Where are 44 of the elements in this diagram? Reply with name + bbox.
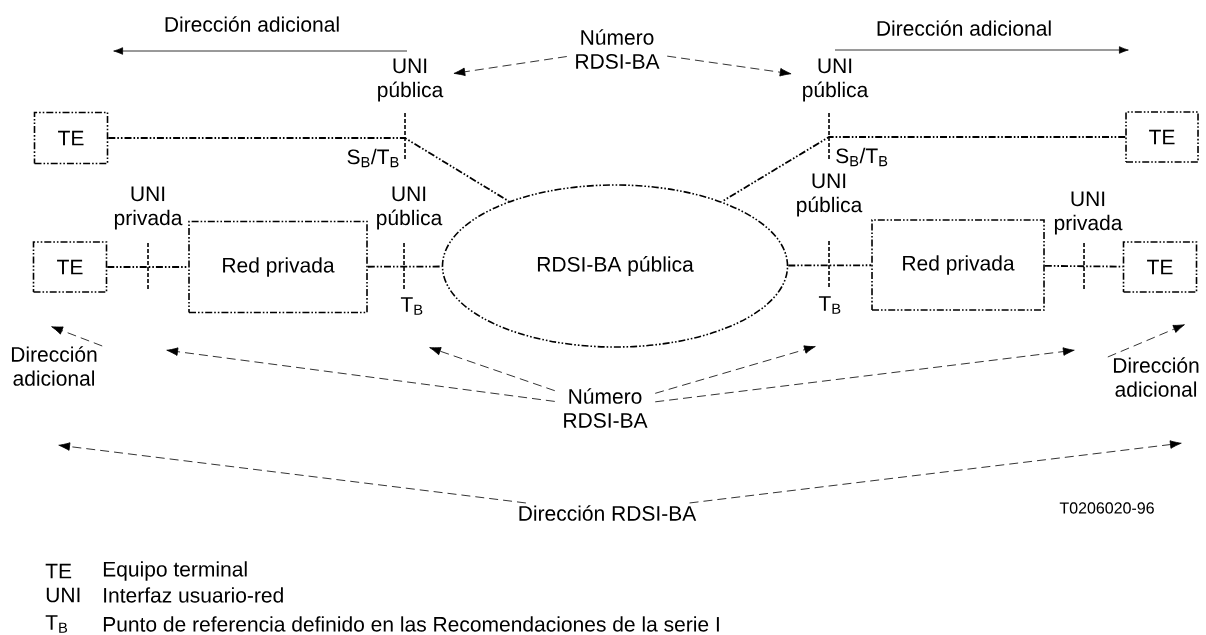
arrow [453,56,568,76]
text-label: UNI privada [114,186,183,230]
text-label: UNI privada [1054,191,1123,235]
text-label: T$_{B}$ [818,296,841,314]
connector-line [787,264,873,267]
arrow [689,440,1182,504]
arrow [654,345,816,394]
connector-line [1043,264,1124,268]
callout-text: Dirección adicional [1114,357,1199,397]
arrow [58,442,527,504]
interface-label: UNI pública [378,58,444,102]
text-label: Dirección adicional [165,16,339,32]
abbreviation-key: Punto de referencia definido en las Recomendaciones de la serie I [103,616,719,632]
arrow [654,347,1075,403]
callout-text: Número RDSI-BA [564,388,648,428]
connector-line [107,137,510,203]
code-label: T0206020-96 [1059,502,1154,514]
arrow [51,326,103,347]
text-label: UNI pública [797,173,863,217]
text-label: S$_{B}$/T$_{B}$ [836,147,888,167]
abbreviation-key: TE [45,563,72,579]
interface-label: UNI pública [803,58,869,102]
callout-text: Número RDSI-BA [576,29,660,69]
terminal-box: TE [32,241,108,293]
callout-text: Dirección RDSI-BA [519,505,697,521]
network-box: Red privada [871,219,1045,311]
terminal-box: TE [1125,111,1199,163]
text-label: UNI pública [377,186,443,230]
text-label: T$_{B}$ [400,297,423,315]
abbreviation-key: T$_{B}$ [45,615,68,633]
abbreviation-key: UNI [46,587,80,603]
text-label: Dirección adicional [877,20,1051,36]
arrow [166,347,556,402]
arrow [666,55,792,77]
abbreviation-key: Interfaz usuario-red [104,587,283,603]
connector-line [366,265,443,268]
text-label: S$_{B}$/T$_{B}$ [347,148,399,168]
terminal-box: TE [33,111,109,165]
terminal-box: TE [1122,241,1198,293]
arrow [1107,324,1185,358]
network-box: Red privada [188,220,368,314]
arrow [429,347,556,392]
abbreviation-key: Equipo terminal [103,561,247,581]
callout-text: Dirección adicional [11,346,97,386]
